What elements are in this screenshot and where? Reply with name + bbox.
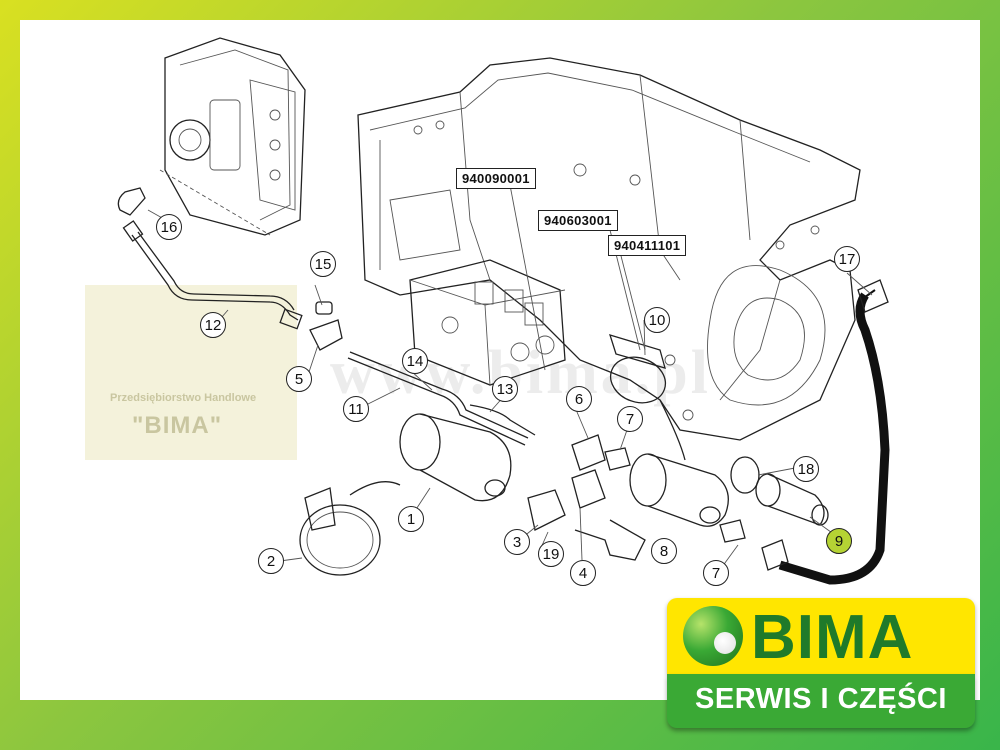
hose-9 [778, 292, 890, 585]
tee-fitting-3 [527, 489, 566, 531]
pipe-13 [469, 404, 536, 436]
logo-brand: BIMA [751, 603, 914, 672]
logo-ball-highlight [714, 632, 736, 654]
callout-7: 7 [703, 560, 729, 586]
cap-15 [315, 301, 333, 315]
clamp-2 [299, 481, 401, 576]
accumulator-1 [399, 413, 512, 502]
part-number-label: 940411101 [608, 235, 687, 256]
watermark-name: "BIMA" [132, 412, 223, 439]
callout-15: 15 [310, 251, 336, 277]
part-number-label: 940603001 [538, 210, 618, 231]
pipe-11 [347, 357, 526, 446]
watermark-box [85, 285, 297, 460]
tee-fitting-19 [571, 469, 606, 509]
callout-5: 5 [286, 366, 312, 392]
bima-logo: BIMA SERWIS I CZĘŚCI [667, 598, 975, 728]
callout-16: 16 [156, 214, 182, 240]
elbow-fitting-16 [117, 187, 146, 216]
hose-fitting-17 [857, 279, 889, 313]
callout-8: 8 [651, 538, 677, 564]
tee-fitting-5 [309, 319, 343, 351]
part-number-label: 940090001 [456, 168, 536, 189]
callout-10: 10 [644, 307, 670, 333]
callout-1: 1 [398, 506, 424, 532]
logo-tagline: SERWIS I CZĘŚCI [695, 683, 947, 715]
callout-2: 2 [258, 548, 284, 574]
callout-19: 19 [538, 541, 564, 567]
filter-element-18 [755, 473, 829, 526]
logo-bottom-panel [667, 674, 975, 728]
callout-18: 18 [793, 456, 819, 482]
callout-12: 12 [200, 312, 226, 338]
callout-17: 17 [834, 246, 860, 272]
pipe-4 [574, 519, 646, 561]
adapter-7b [719, 519, 746, 543]
diagram-frame: Przedsiębiorstwo Handlowe "BIMA" www.bim… [20, 20, 980, 700]
adapter-7a [604, 447, 631, 471]
valve-block [409, 259, 566, 386]
callout-14: 14 [402, 348, 428, 374]
callout-9: 9 [826, 528, 852, 554]
callout-4: 4 [570, 560, 596, 586]
hydraulic-pump [159, 37, 306, 236]
elbow-fitting-6 [571, 434, 606, 471]
callout-6: 6 [566, 386, 592, 412]
logo-top-panel: BIMA [667, 598, 975, 674]
exploded-parts-diagram [117, 37, 890, 585]
callout-3: 3 [504, 529, 530, 555]
callout-7: 7 [617, 406, 643, 432]
pipe-12 [131, 234, 299, 321]
callout-11: 11 [343, 396, 369, 422]
callout-13: 13 [492, 376, 518, 402]
o-ring [730, 456, 760, 494]
filter-housing-8 [629, 453, 729, 527]
watermark-firm: Przedsiębiorstwo Handlowe [110, 392, 257, 404]
